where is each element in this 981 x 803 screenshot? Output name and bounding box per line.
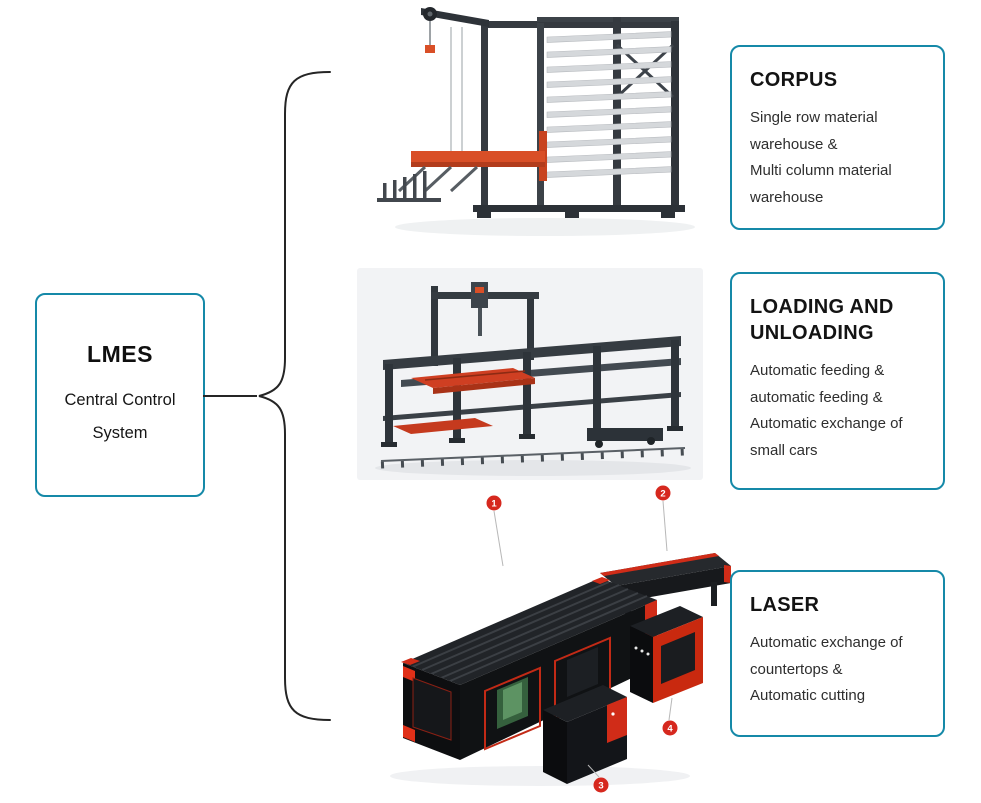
central-control-node: LMES Central Control System (35, 293, 205, 497)
control-cabinet (630, 606, 703, 703)
loading-title: LOADING AND UNLOADING (750, 296, 894, 344)
marker-leaders (493, 500, 673, 778)
lmes-title: LMES (87, 341, 153, 368)
branch-card-loading-unloading: LOADING AND UNLOADING Automatic feeding … (730, 272, 945, 490)
branch-card-corpus: CORPUS Single row material warehouse & M… (730, 45, 945, 230)
shelf-stack (546, 31, 672, 178)
ground-shadow (375, 460, 691, 476)
ground-shadow (395, 218, 695, 236)
corpus-description: Single row material warehouse & Multi co… (750, 109, 892, 207)
laser-machine-image: 1 2 3 4 (390, 485, 731, 793)
corpus-title: CORPUS (750, 69, 838, 91)
red-pallet (393, 368, 535, 434)
marker-4: 4 (662, 720, 678, 736)
exchange-table (600, 553, 731, 624)
ground-track (380, 447, 686, 469)
marker-2: 2 (655, 485, 671, 501)
loading-unloading-image (357, 268, 703, 480)
branch-card-laser: LASER Automatic exchange of countertops … (730, 570, 945, 737)
marker-4-number: 4 (667, 724, 673, 735)
marker-3-number: 3 (598, 781, 603, 792)
material-warehouse-image (377, 7, 695, 236)
lmes-subtitle: Central Control System (64, 391, 176, 442)
loading-description: Automatic feeding & automatic feeding & … (750, 362, 903, 460)
transfer-cart (587, 428, 663, 448)
fork-carriage (397, 131, 547, 193)
brace-connector (203, 71, 331, 721)
gantry (431, 282, 539, 366)
chiller-cabinet (543, 685, 627, 784)
tine-rack (377, 171, 441, 202)
marker-2-number: 2 (660, 489, 665, 500)
marker-1-number: 1 (491, 499, 497, 510)
marker-3: 3 (593, 777, 609, 793)
crane-hoist (421, 7, 489, 155)
marker-1: 1 (486, 495, 502, 511)
brace-path (258, 71, 331, 721)
laser-title: LASER (750, 594, 820, 616)
laser-description: Automatic exchange of countertops & Auto… (750, 634, 903, 705)
ground-shadow (390, 766, 690, 786)
